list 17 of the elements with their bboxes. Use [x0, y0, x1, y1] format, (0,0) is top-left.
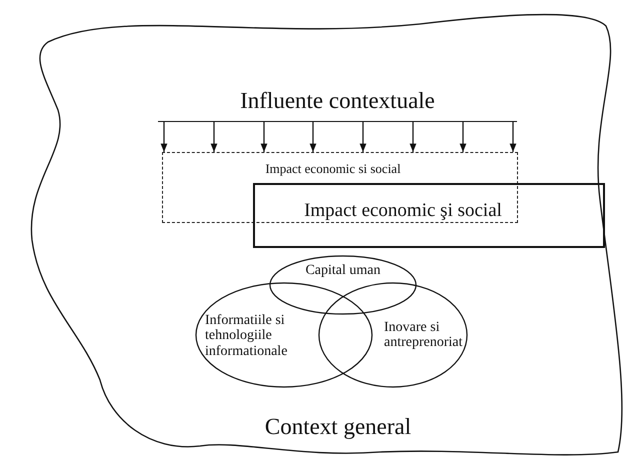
area-label: Context general [264, 414, 412, 440]
dashed-box [162, 152, 518, 223]
circle-label: Capital uman [304, 263, 382, 278]
label: Impact economic si social [264, 162, 402, 176]
arrow [160, 122, 168, 152]
arrow [310, 122, 316, 152]
circle-label: Informatiile si tehnologiile informationale [205, 313, 288, 360]
label: Influente contextuale [239, 88, 436, 114]
arrow [460, 122, 466, 152]
arrow [510, 122, 516, 152]
arrow [210, 122, 218, 152]
circle-label: Inovare si antreprenoriat [384, 320, 464, 351]
arrow [260, 122, 268, 152]
arrow [410, 122, 416, 152]
arrow [360, 122, 366, 152]
label: Impact economic şi social [303, 201, 503, 222]
impact-box [253, 183, 605, 248]
